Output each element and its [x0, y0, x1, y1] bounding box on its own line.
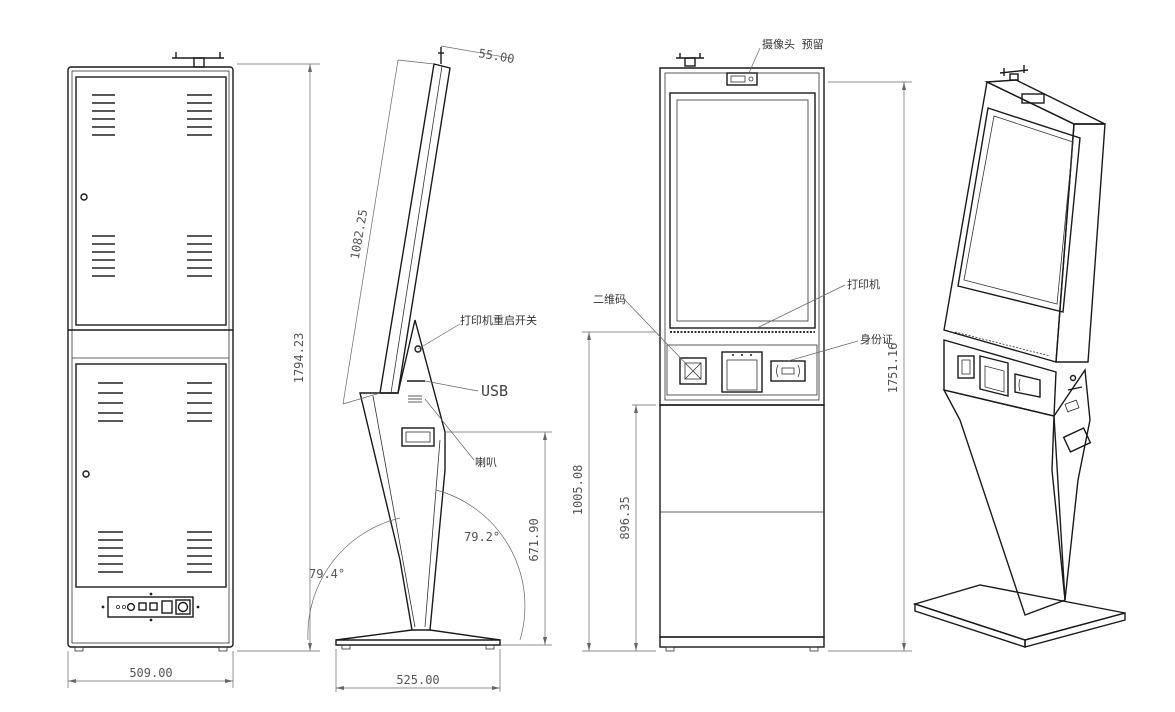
dim-base-height: 671.90: [445, 431, 552, 646]
handle-icon: [172, 52, 224, 68]
touch-screen: [669, 92, 816, 329]
dim-angles: 79.4° 79.2°: [307, 489, 526, 641]
dim-base-width: 525.00: [335, 649, 501, 692]
isometric-view: [912, 65, 1126, 648]
power-socket-icon: [126, 602, 136, 612]
label-camera-reserved: 摄像头 预留: [762, 37, 824, 51]
qr-scanner-icon: [957, 355, 975, 379]
lock-icon: [80, 193, 88, 201]
dim-kiosk-body-height-label: 896.35: [618, 496, 632, 539]
handle-icon: [999, 65, 1029, 81]
lock-icon: [82, 470, 90, 478]
dim-kiosk-height-label: 1751.16: [886, 343, 900, 394]
dim-front-width: 509.00: [67, 651, 234, 688]
dim-base-height-label: 671.90: [527, 518, 541, 561]
dim-front-height-label: 1794.23: [292, 333, 306, 384]
card-slot: [401, 427, 435, 447]
dim-top-depth-label: 55.00: [477, 46, 515, 66]
front-view: 摄像头 预留 打印机 二维码 身份证 1751.16 1005.08: [571, 37, 912, 652]
dim-kiosk-body-height: 896.35: [618, 404, 656, 651]
card-slot: [1062, 427, 1092, 453]
vent-slots-upper: [92, 94, 212, 277]
dim-kiosk-panel-height: 1005.08: [571, 331, 656, 652]
label-printer-restart-switch: 打印机重启开关: [460, 313, 537, 327]
io-panel: [101, 592, 200, 622]
rear-view: 509.00 1794.23: [67, 52, 320, 688]
dim-top-depth: 55.00: [440, 45, 515, 66]
label-qr-code: 二维码: [593, 293, 626, 306]
label-printer: 打印机: [847, 277, 880, 291]
id-card-reader-icon: [1014, 373, 1041, 398]
dim-screen-length: 1082.25: [342, 59, 435, 405]
upper-door: [75, 76, 227, 326]
camera-icon: [726, 72, 758, 86]
label-usb: USB: [481, 382, 508, 400]
dim-base-width-label: 525.00: [396, 673, 439, 687]
id-card-reader-icon: [770, 360, 806, 382]
dim-front-height: 1794.23: [237, 63, 320, 652]
side-view: 打印机重启开关 USB 喇叭 55.00 1082.25 671.90: [307, 45, 552, 692]
printer-slot-icon: [979, 355, 1009, 397]
printer-slot-icon: [721, 351, 763, 393]
speaker-grille-icon: [408, 395, 422, 403]
touch-screen: [957, 107, 1081, 313]
vent-slots-lower: [98, 382, 212, 573]
dim-kiosk-panel-height-label: 1005.08: [571, 465, 585, 516]
dim-kiosk-height: 1751.16: [828, 81, 912, 652]
dim-angle-left-label: 79.4°: [309, 567, 345, 581]
camera-icon: [1021, 93, 1045, 104]
label-id-card: 身份证: [860, 332, 893, 346]
handle-icon: [676, 53, 704, 67]
switch-icon: [161, 600, 173, 614]
lower-door: [75, 363, 227, 588]
dim-angle-right-label: 79.2°: [464, 530, 500, 544]
handle-icon: [438, 47, 444, 64]
label-speaker: 喇叭: [475, 455, 497, 469]
dim-front-width-label: 509.00: [129, 666, 172, 680]
restart-switch-icon: [414, 345, 422, 353]
